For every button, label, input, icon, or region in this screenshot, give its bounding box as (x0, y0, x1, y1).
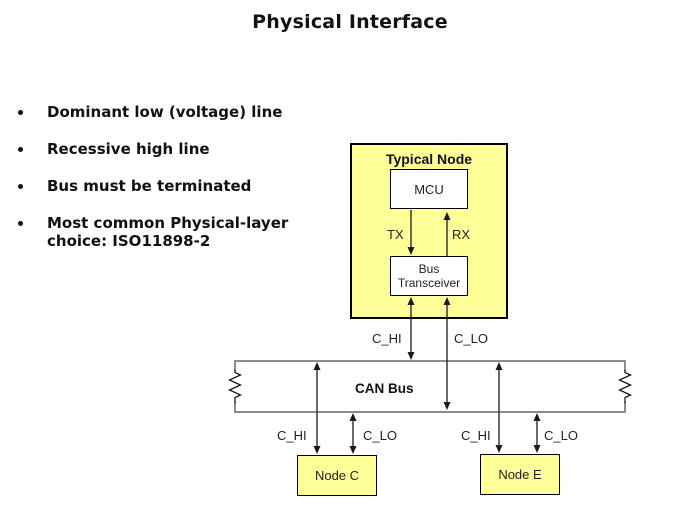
page-title: Physical Interface (252, 11, 448, 33)
rx-label: RX (452, 227, 471, 242)
mcu-box: MCU (390, 169, 468, 209)
bullet-text: Bus must be terminated (47, 177, 252, 195)
node-e-label: Node E (498, 467, 542, 482)
bus-transceiver-label: Bus Transceiver (397, 262, 461, 290)
list-item: Most common Physical-layer choice: ISO11… (16, 214, 346, 250)
node-c-chi-arrow-down-icon (313, 446, 321, 454)
node-e-box: Node E (480, 454, 560, 495)
clo-label-node: C_LO (454, 331, 488, 346)
chi-label-node-c: C_HI (277, 428, 307, 443)
tx-label: TX (387, 227, 404, 242)
node-e-chi-arrow-down-icon (495, 445, 503, 453)
chi-arrow-down-icon (407, 352, 415, 360)
node-e-clo-arrow-down-icon (533, 445, 541, 453)
typical-node-label: Typical Node (385, 151, 473, 167)
can-bus-label: CAN Bus (355, 381, 414, 396)
bullet-text: Dominant low (voltage) line (47, 103, 283, 121)
clo-label-node-e: C_LO (544, 428, 578, 443)
node-c-clo-arrow-up-icon (349, 413, 357, 421)
bullet-text: Most common Physical-layer choice: ISO11… (47, 214, 289, 250)
list-item: Recessive high line (16, 140, 346, 158)
list-item: Bus must be terminated (16, 177, 346, 195)
bus-transceiver-box: Bus Transceiver (390, 256, 468, 296)
bullet-text: Recessive high line (47, 140, 210, 158)
bullet-icon (18, 184, 23, 189)
chi-label-node: C_HI (372, 331, 402, 346)
clo-label-node-c: C_LO (363, 428, 397, 443)
can-bus-box (234, 360, 626, 413)
list-item: Dominant low (voltage) line (16, 103, 346, 121)
node-c-label: Node C (314, 468, 360, 483)
node-e-clo-arrow-up-icon (533, 413, 541, 421)
bullet-icon (18, 147, 23, 152)
node-c-clo-arrow-down-icon (349, 446, 357, 454)
bullet-list: Dominant low (voltage) line Recessive hi… (16, 103, 346, 269)
bullet-icon (18, 221, 23, 226)
node-c-box: Node C (297, 455, 377, 496)
chi-label-node-e: C_HI (461, 428, 491, 443)
bullet-icon (18, 110, 23, 115)
mcu-label: MCU (414, 181, 444, 197)
